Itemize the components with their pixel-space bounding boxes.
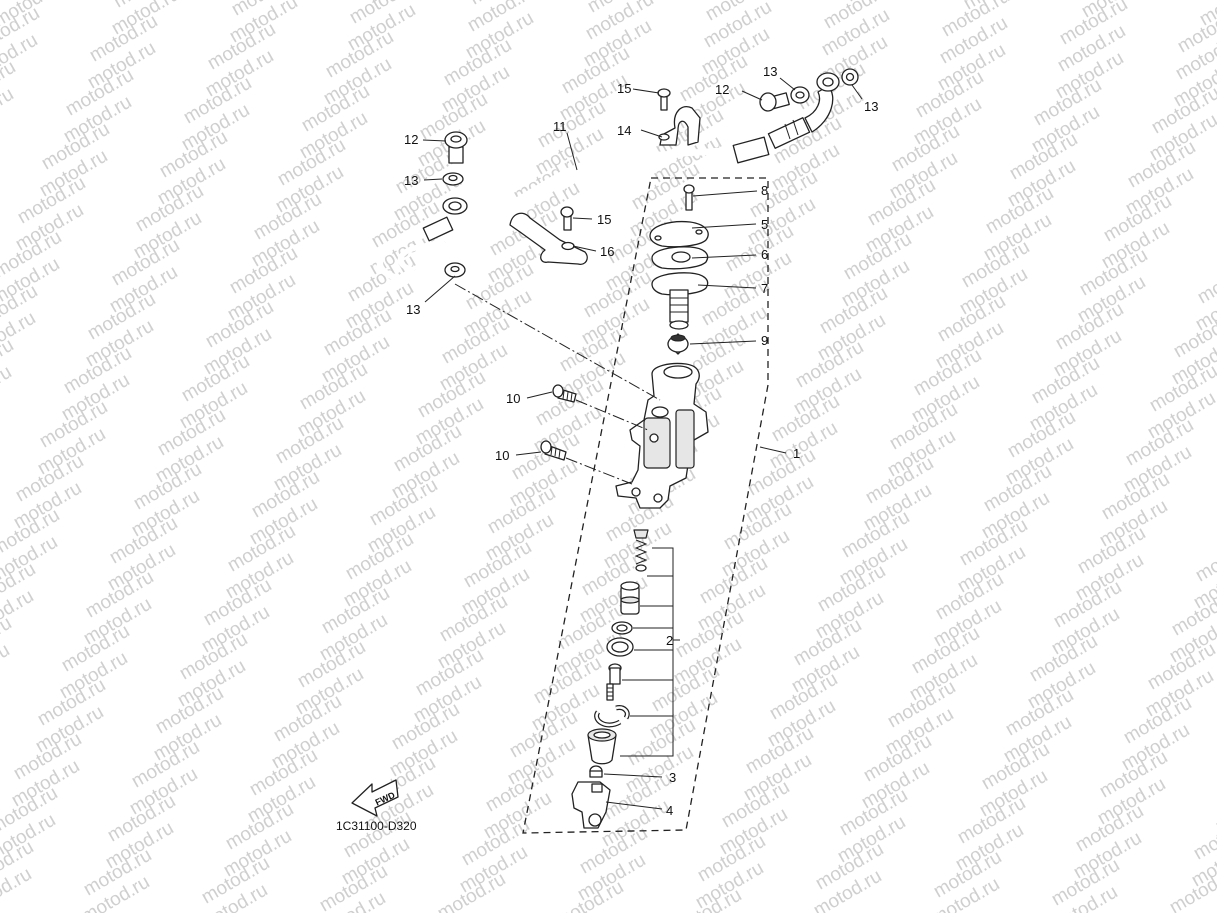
callout-3: 3 (669, 770, 676, 785)
cap-screw (683, 184, 695, 211)
piston-seal (606, 637, 634, 657)
mounting-bolt-lower (540, 440, 567, 461)
callout-10-upper: 10 (506, 391, 520, 406)
watermark-text: motod.ru (1194, 253, 1217, 309)
hose-holder (658, 106, 701, 146)
callout-2: 2 (666, 633, 673, 648)
callout-14: 14 (617, 123, 631, 138)
callout-9: 9 (761, 333, 768, 348)
callouts: 1 2 3 4 5 6 7 8 9 10 10 11 12 12 13 13 1… (404, 64, 878, 818)
watermark-text: motod.ru (0, 362, 15, 418)
screw-lower (560, 206, 574, 231)
watermark-text: motod.ru (1192, 531, 1217, 587)
callout-15-top: 15 (617, 81, 631, 96)
callout-13-left-lower: 13 (406, 302, 420, 317)
callout-7: 7 (761, 281, 768, 296)
callout-13-right-1: 13 (763, 64, 777, 79)
callout-1: 1 (793, 446, 800, 461)
hose-guide (509, 212, 588, 265)
callout-13-left-upper: 13 (404, 173, 418, 188)
callout-12-right: 12 (715, 82, 729, 97)
push-rod (606, 663, 622, 701)
callout-8: 8 (761, 183, 768, 198)
callout-11: 11 (553, 119, 567, 134)
callout-4: 4 (666, 803, 673, 818)
clevis (571, 781, 611, 829)
callout-12-left: 12 (404, 132, 418, 147)
reservoir-cap (649, 220, 709, 248)
screw-top (657, 88, 671, 111)
return-spring (633, 529, 649, 572)
watermark-text: motod.ru (0, 84, 17, 140)
assembly-boundary (522, 177, 769, 834)
watermark-text: motod.ru (1198, 0, 1217, 3)
washer-right-2 (841, 68, 859, 86)
diagram-code: 1C31100-D320 (336, 819, 417, 833)
washer-left-upper (442, 172, 464, 186)
callout-6: 6 (761, 247, 768, 262)
washer-right-1 (790, 86, 810, 104)
master-cylinder-body (615, 362, 709, 509)
watermark-text: motod.ru (0, 640, 13, 696)
diaphragm (651, 272, 709, 330)
float-ring (667, 333, 689, 355)
circlip (594, 705, 630, 728)
watermark-text: motod.ru (1190, 809, 1217, 865)
washer-left-lower (444, 262, 466, 278)
callout-16: 16 (600, 244, 614, 259)
leader-lines (422, 77, 863, 810)
piston-cup (620, 581, 640, 615)
dust-boot (587, 728, 617, 765)
union-bolt-left (444, 131, 468, 164)
callout-5: 5 (761, 217, 768, 232)
union-bolt-right (759, 92, 790, 112)
callout-13-right-2: 13 (864, 99, 878, 114)
callout-15-lower: 15 (597, 212, 611, 227)
piston-ring (611, 621, 633, 635)
callout-10-lower: 10 (495, 448, 509, 463)
diaphragm-plate (651, 246, 709, 270)
lock-nut (589, 765, 603, 778)
mounting-bolt-upper (552, 384, 577, 403)
